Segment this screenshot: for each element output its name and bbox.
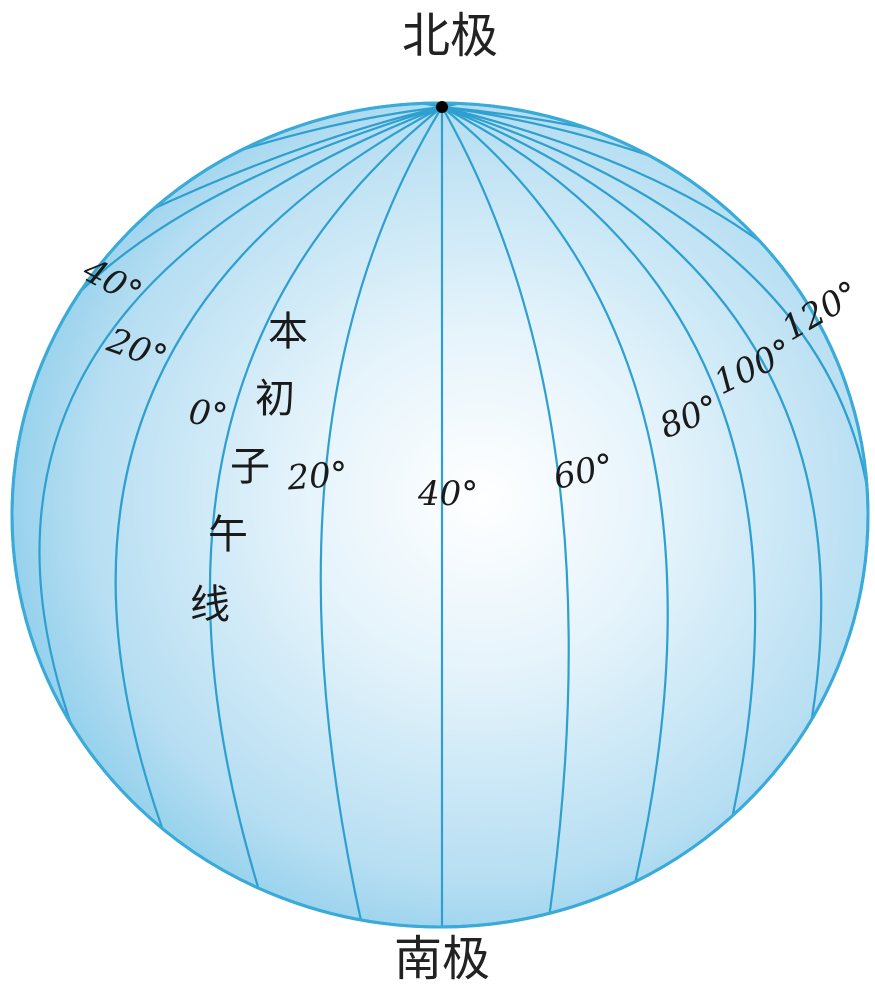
prime-meridian-char: 午 <box>208 512 248 558</box>
south-pole-label: 南极 <box>394 931 490 985</box>
label-40e: 40° <box>417 474 478 514</box>
north-pole-dot <box>436 101 448 113</box>
label-20e: 20° <box>285 454 349 498</box>
prime-meridian-char: 子 <box>230 444 270 490</box>
label-0: 0° <box>186 392 230 437</box>
prime-meridian-char: 线 <box>190 582 230 628</box>
north-pole-label: 北极 <box>402 8 498 64</box>
prime-meridian-char: 初 <box>255 376 295 422</box>
prime-meridian-char: 本 <box>268 309 308 355</box>
